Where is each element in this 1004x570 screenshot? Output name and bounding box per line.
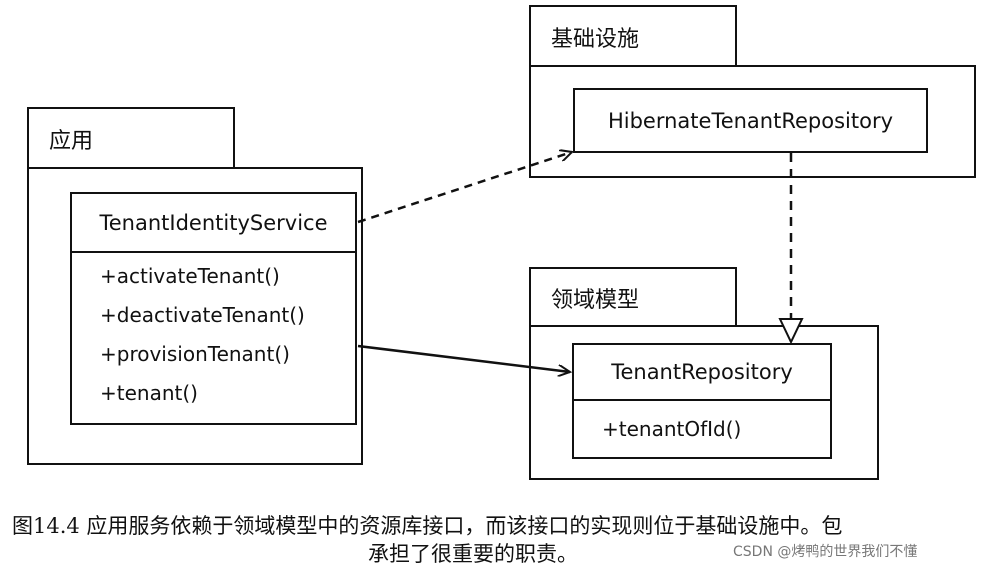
package-label-domain-model: 领域模型 [551,288,640,313]
method-provision-tenant: +provisionTenant() [100,342,290,366]
package-tab-application: 应用 [27,107,235,169]
class-tenant-repository: TenantRepository +tenantOfId() [572,343,832,459]
figure-caption-line-1: 图14.4 应用服务依赖于领域模型中的资源库接口，而该接口的实现则位于基础设施中… [12,514,843,538]
class-name-tenant-repository: TenantRepository [574,345,830,401]
class-tenant-identity-service: TenantIdentityService +activateTenant() … [70,192,357,425]
method-deactivate-tenant: +deactivateTenant() [100,303,305,327]
package-tab-infrastructure: 基础设施 [529,5,737,67]
package-label-infrastructure: 基础设施 [551,27,640,52]
dependency-arrow-to-hibernate [357,152,572,224]
watermark-text: CSDN @烤鸭的世界我们不懂 [733,544,918,560]
method-tenant-of-id: +tenantOfId() [602,417,742,441]
realization-triangle-head [778,318,804,345]
method-activate-tenant: +activateTenant() [100,264,280,288]
association-arrow-to-tenant-repository [357,344,570,372]
package-label-application: 应用 [49,129,94,154]
figure-caption-line-2: 承担了很重要的职责。 [368,542,578,566]
method-tenant: +tenant() [100,381,198,405]
class-hibernate-tenant-repository: HibernateTenantRepository [573,88,928,153]
class-name-tenant-identity-service: TenantIdentityService [72,194,355,253]
class-name-hibernate-tenant-repository: HibernateTenantRepository [607,108,894,133]
method-list: +activateTenant() +deactivateTenant() +p… [72,253,355,413]
package-tab-domain-model: 领域模型 [529,267,737,327]
